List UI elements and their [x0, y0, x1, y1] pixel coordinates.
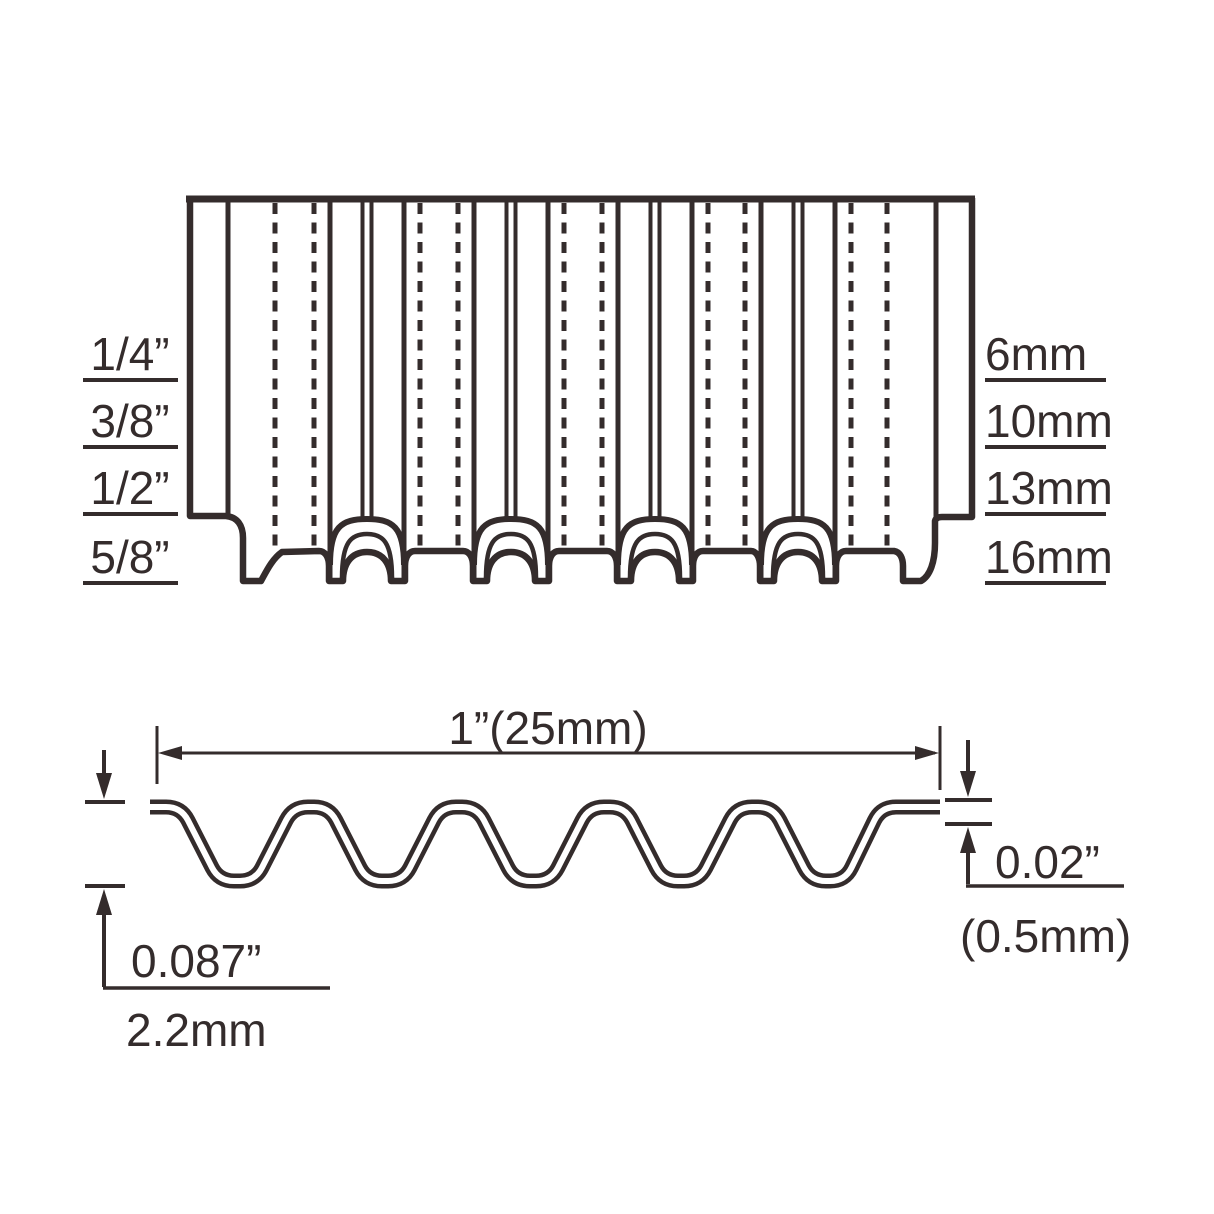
inch-size-label: 3/8” [90, 395, 169, 447]
mm-size-label: 6mm [985, 328, 1087, 380]
down-arrow-icon [960, 771, 976, 797]
mm-size-label: 13mm [985, 462, 1113, 514]
length-scale-left: 1/4” 3/8” 1/2” 5/8” [83, 328, 178, 585]
bevel-arch-outer [471, 515, 551, 566]
strip-geometry [186, 195, 976, 585]
depth-dimension: 0.087” 2.2mm [85, 750, 330, 1056]
width-dimension: 1”(25mm) [155, 702, 942, 790]
width-dimension-label: 1”(25mm) [448, 702, 647, 754]
bevel-arch-outer [327, 515, 407, 566]
thickness-inch-label: 0.02” [995, 836, 1100, 888]
down-arrow-icon [96, 773, 112, 799]
inch-size-label: 1/4” [90, 328, 169, 380]
length-scale-right: 6mm 10mm 13mm 16mm [985, 328, 1113, 585]
bevel-arch-outer [615, 515, 695, 566]
bevel-arch-outer [758, 515, 838, 566]
bevel-arch-inner [770, 531, 826, 579]
wave-outline [150, 799, 940, 889]
wave-geometry [150, 799, 940, 889]
mm-size-label: 10mm [985, 395, 1113, 447]
crown-profile-diagram: 1”(25mm) 0.087” 2.2mm 0.02” (0.5mm) [85, 702, 1131, 1056]
depth-mm-label: 2.2mm [126, 1004, 267, 1056]
arrowhead-right-icon [915, 746, 939, 760]
inch-size-label: 5/8” [90, 531, 169, 583]
depth-inch-label: 0.087” [131, 935, 261, 987]
inch-size-label: 1/2” [90, 462, 169, 514]
arrowhead-left-icon [158, 746, 182, 760]
strip-bottom-boundary [186, 198, 976, 585]
thickness-dimension: 0.02” (0.5mm) [945, 740, 1131, 962]
up-arrow-icon [96, 889, 112, 915]
bevel-arch-inner [627, 531, 683, 579]
thickness-mm-label: (0.5mm) [960, 910, 1131, 962]
bevel-arch-inner [339, 531, 395, 579]
mm-size-label: 16mm [985, 531, 1113, 583]
bevel-arch-inner [483, 531, 539, 579]
up-arrow-icon [960, 827, 976, 853]
wave-core [150, 804, 940, 884]
fastener-strip-diagram: 1/4” 3/8” 1/2” 5/8” 6mm 10mm 13mm 16mm [83, 195, 1113, 585]
